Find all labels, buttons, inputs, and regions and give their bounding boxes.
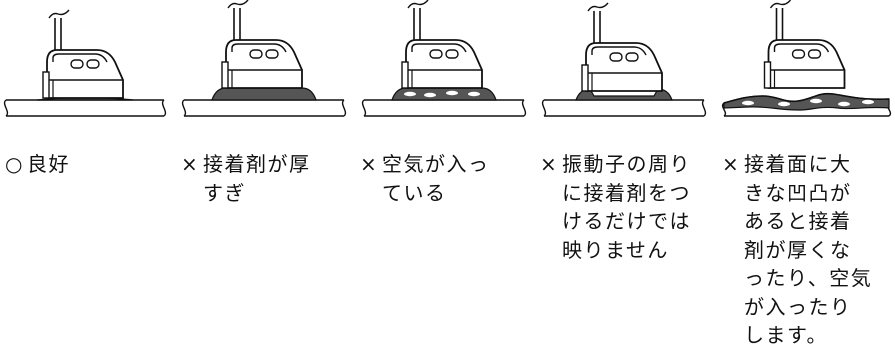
air-bubble [446, 90, 458, 96]
probe-foot [221, 61, 229, 89]
probe-icon [42, 9, 124, 99]
caption-line: 接着面に大 [744, 152, 852, 176]
caption-line: ったり、空気 [744, 266, 873, 290]
probe-cable [775, 8, 784, 40]
probe-housing [585, 42, 663, 92]
probe-cable [593, 11, 601, 43]
caption-line: すぎ [203, 180, 246, 205]
caption-text: 接着剤が厚すぎ [181, 150, 356, 207]
caption-text: 接着面に大きな凹凸があると接着剤が厚くなったり、空気が入ったりします。 [722, 150, 895, 350]
cable-break [48, 9, 70, 19]
caption-line: が入ったり [744, 294, 852, 319]
surface-break-left [361, 99, 367, 117]
probe-housing [767, 39, 846, 89]
probe-housing [225, 39, 303, 89]
probe-foot [763, 61, 772, 89]
probe-foot [581, 64, 589, 92]
adhesion-diagram: ○ 良好 × 接着剤が厚すぎ × 空気が入っている × 振動子の周りに接着剤をつ… [3, 0, 892, 347]
surface-break-right [521, 99, 527, 117]
probe-window-left [609, 52, 623, 62]
probe-foot [401, 61, 409, 89]
probe-window-left [70, 59, 84, 69]
panel-illustration [181, 0, 347, 117]
probe-housing [46, 49, 124, 99]
probe-cable [233, 8, 241, 40]
bad-mark: × [181, 152, 200, 176]
air-bubble [810, 98, 822, 104]
cable-break [227, 0, 249, 9]
surface-break-right [701, 99, 707, 117]
cable-break [587, 2, 609, 12]
air-bubble [862, 99, 874, 105]
probe-foot [42, 71, 50, 99]
caption-uneven-surface: × 接着面に大きな凹凸があると接着剤が厚くなったり、空気が入ったりします。 [722, 150, 895, 350]
probe-window-right [86, 59, 100, 69]
surface-break-left [3, 99, 9, 117]
air-bubble [838, 101, 850, 107]
surface-break-right [161, 99, 167, 117]
probe-icon [581, 2, 663, 92]
caption-good: ○ 良好 [5, 150, 180, 179]
bad-mark: × [360, 152, 379, 176]
surface-break-left [721, 102, 727, 117]
probe-icon [401, 0, 483, 89]
panel-illustration [541, 2, 707, 117]
probe-icon [763, 0, 846, 89]
panel-illustration [3, 9, 167, 117]
caption-too-thick: × 接着剤が厚すぎ [181, 150, 356, 207]
probe-housing [405, 39, 483, 89]
probe-top-panel [231, 43, 287, 53]
probe-cable [54, 18, 62, 50]
caption-edge-only: × 振動子の周りに接着剤をつけるだけでは映りません [540, 150, 715, 264]
probe-top-panel [773, 43, 830, 53]
caption-air-bubbles: × 空気が入っている [360, 150, 535, 207]
caption-line: きな凹凸が [744, 180, 852, 205]
bad-mark: × [540, 152, 559, 176]
probe-window-left [429, 49, 443, 59]
bad-mark: × [722, 152, 741, 176]
air-bubble [742, 100, 754, 106]
caption-text: 振動子の周りに接着剤をつけるだけでは映りません [540, 150, 715, 264]
caption-line: します。 [744, 323, 828, 347]
probe-window-right [807, 49, 822, 59]
air-bubble [468, 91, 480, 97]
good-mark: ○ [5, 152, 24, 176]
surface-break-right [341, 99, 347, 117]
probe-icon [221, 0, 303, 89]
caption-line: あると接着 [744, 209, 852, 233]
probe-cable [413, 8, 421, 40]
caption-text: 空気が入っている [360, 150, 535, 207]
caption-line: 剤が厚くな [744, 237, 852, 262]
adhesive-layer [211, 87, 317, 101]
surface-break-left [541, 99, 547, 117]
surface-break-left [181, 99, 187, 117]
cable-break [769, 0, 792, 9]
probe-top-panel [591, 46, 647, 56]
caption-line: 良好 [27, 152, 70, 176]
probe-window-right [445, 49, 459, 59]
probe-window-left [249, 49, 263, 59]
caption-line: けるだけでは [562, 209, 691, 233]
air-bubble [424, 92, 436, 98]
probe-top-panel [52, 53, 108, 63]
panel-illustration [721, 0, 892, 117]
probe-window-right [625, 52, 639, 62]
caption-line: 振動子の周り [562, 152, 691, 176]
adhesive-layer [575, 88, 673, 101]
probe-window-left [791, 49, 806, 59]
caption-line: 空気が入っ [382, 152, 490, 176]
panel-illustration [361, 0, 527, 117]
uneven-surface-edge [723, 92, 890, 104]
caption-line: に接着剤をつ [562, 180, 691, 205]
probe-window-right [265, 49, 279, 59]
illustration-row [3, 0, 892, 117]
caption-line: 接着剤が厚 [203, 152, 311, 176]
air-bubble [404, 91, 416, 97]
caption-line: 映りません [562, 237, 669, 262]
caption-text: 良好 [5, 150, 180, 179]
cable-break [407, 0, 429, 9]
probe-top-panel [411, 43, 467, 53]
air-bubble [778, 101, 790, 107]
caption-line: ている [382, 180, 447, 205]
